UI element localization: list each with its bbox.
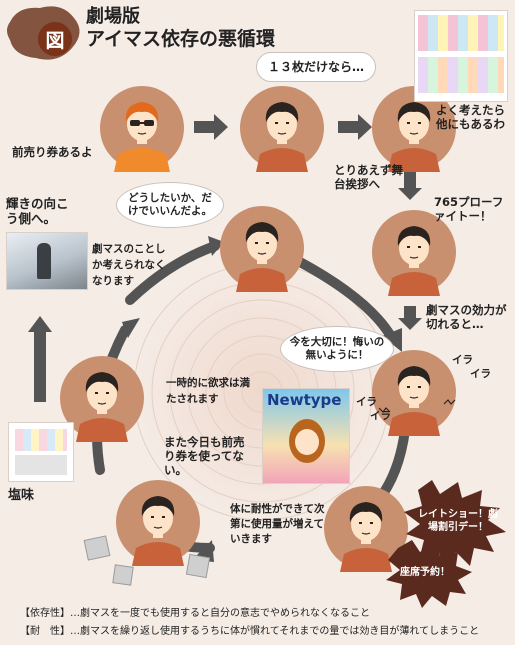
left-up-arrow bbox=[28, 316, 52, 402]
product-box-photo bbox=[8, 422, 74, 482]
magazine-logo: Newtype bbox=[267, 391, 342, 409]
label-765pro-text: 765プローファイトー！ bbox=[434, 195, 504, 223]
label-latenight: レイトショー！劇場割引デー！ bbox=[418, 508, 498, 534]
label-iraira-a: イラ bbox=[452, 354, 473, 366]
bubble-thirteen-text: １３枚だけなら… bbox=[267, 59, 364, 74]
bubble-imawo-text: 今を大切に！悔いの無いように！ bbox=[289, 336, 385, 361]
person-1-orange bbox=[114, 102, 170, 172]
title-line-2: アイマス依存の悪循環 bbox=[86, 28, 276, 50]
label-kouryoku-text: 劇マスの効力が切れると… bbox=[426, 303, 507, 331]
label-765pro: 765プローファイトー！ bbox=[434, 195, 510, 224]
label-yokukangaetara-text: よく考えたら他にもあるわ bbox=[436, 103, 505, 131]
label-maeuri: 前売り券あるよ bbox=[12, 145, 93, 159]
cycle-arrowheads bbox=[122, 236, 402, 562]
bubble-wantto: どうしたいか、だけでいいんだよ。 bbox=[116, 182, 224, 228]
label-taisei-text: 体に耐性ができて次第に使用量が増えていきます bbox=[230, 503, 325, 546]
legend-tolerance: 【耐 性】…劇マスを繰り返し使用するうちに体が慣れてそれまでの量では効き目が薄れ… bbox=[20, 626, 480, 637]
title-line-1: 劇場版 bbox=[86, 6, 140, 27]
label-iraira-d: イラ bbox=[370, 410, 391, 422]
label-mata: また今日も前売り券を使ってない。 bbox=[164, 435, 250, 477]
label-yokkyu: 一時的に欲求は満たされます bbox=[166, 376, 250, 408]
title-badge: 図 bbox=[38, 22, 72, 56]
bubble-thirteen: １３枚だけなら… bbox=[256, 52, 376, 82]
magazine-cover: Newtype bbox=[262, 388, 350, 484]
title-badge-text: 図 bbox=[45, 29, 65, 52]
label-yokkyu-text: 一時的に欲求は満たされます bbox=[166, 377, 250, 405]
label-yokukangaetara: よく考えたら他にもあるわ bbox=[436, 103, 512, 132]
label-latenight-text: レイトショー！劇場割引デー！ bbox=[418, 509, 498, 533]
label-kagayaki-text: 輝きの向こう側へ。 bbox=[6, 196, 69, 226]
bubble-imawo: 今を大切に！悔いの無いように！ bbox=[280, 326, 394, 372]
label-gekimasu-only: 劇マスのことしか考えられなくなります bbox=[92, 242, 172, 289]
label-iraira-b: イラ bbox=[470, 368, 491, 380]
label-toriaezu: とりあえず舞台挨拶へ bbox=[334, 163, 404, 192]
label-taisei: 体に耐性ができて次第に使用量が増えていきます bbox=[230, 502, 326, 548]
label-kagayaki: 輝きの向こう側へ。 bbox=[6, 196, 80, 226]
label-zaseki: 座席予約！ bbox=[400, 567, 450, 578]
kagayaki-photo bbox=[6, 232, 88, 290]
legend-dependence: 【依存性】…劇マスを一度でも使用すると自分の意志でやめられなくなること bbox=[20, 608, 370, 619]
label-mata-text: また今日も前売り券を使ってない。 bbox=[164, 435, 245, 477]
irritation-marks bbox=[378, 399, 456, 413]
ticket-bags bbox=[83, 535, 211, 586]
label-kouryoku: 劇マスの効力が切れると… bbox=[426, 303, 512, 332]
burst-latenight bbox=[404, 480, 506, 566]
label-shiomi: 塩味 bbox=[8, 488, 35, 503]
top-arrows bbox=[194, 114, 422, 330]
label-toriaezu-text: とりあえず舞台挨拶へ bbox=[334, 163, 403, 191]
label-gekimasu-only-text: 劇マスのことしか考えられなくなります bbox=[92, 243, 166, 287]
product-lineup-photo bbox=[414, 10, 508, 102]
burst-zaseki bbox=[386, 540, 472, 608]
label-iraira-c: イラ bbox=[356, 396, 377, 408]
bubble-wantto-text: どうしたいか、だけでいいんだよ。 bbox=[128, 192, 212, 217]
